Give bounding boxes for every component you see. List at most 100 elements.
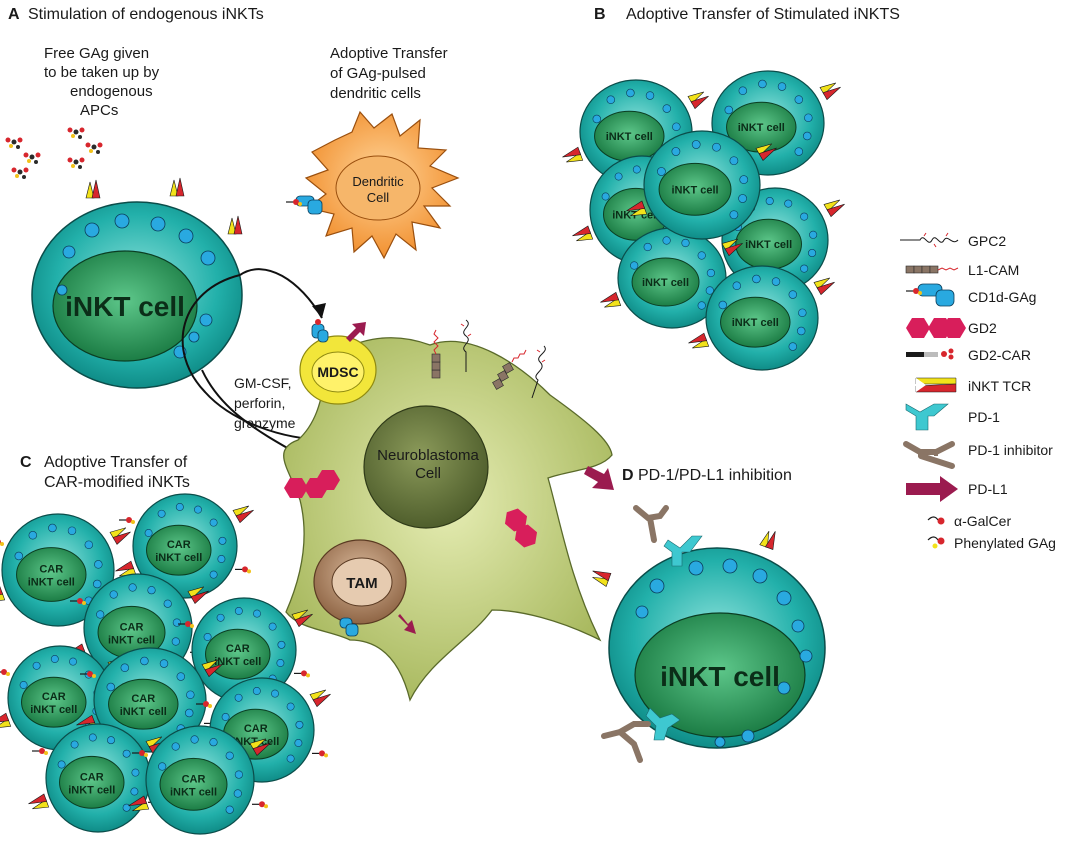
gd2-icon	[906, 318, 966, 338]
car-cell-label-1: CAR	[42, 691, 66, 703]
panel-c-letter: C	[20, 454, 32, 471]
free-gag-line-4: APCs	[80, 102, 118, 119]
legend-gd2-car: GD2-CAR	[906, 347, 1031, 363]
free-gag-note: Free GAg given to be taken up by endogen…	[44, 45, 160, 119]
inkt-cell-large-a: iNKT cell	[31, 177, 243, 389]
cd1d-gag-icon	[905, 283, 955, 307]
inkt-cell-small-label: iNKT cell	[606, 131, 653, 143]
phenylated-gag-icon	[927, 536, 945, 549]
car-cell-label-2: iNKT cell	[155, 552, 202, 564]
neuroblastoma-label-2: Cell	[415, 465, 441, 482]
inkt-cell-small: iNKT cell	[686, 265, 837, 371]
panel-d-pdl1-icon	[584, 466, 614, 490]
tumor-microenvironment: GM-CSF, perforin, granzyme Neuroblastoma…	[181, 268, 613, 702]
panel-c-title-line-2: CAR-modified iNKTs	[44, 474, 190, 491]
inkt-cell-small-label: iNKT cell	[732, 317, 779, 329]
legend-label: L1-CAM	[968, 262, 1019, 278]
inkt-cell-small-label: iNKT cell	[745, 239, 792, 251]
car-cell-label-2: iNKT cell	[214, 656, 261, 668]
cytokine-line-1: GM-CSF,	[234, 375, 292, 391]
mdsc-cd1d-gag-icon	[311, 319, 329, 343]
legend-label: GD2-CAR	[968, 347, 1031, 363]
legend-label: iNKT TCR	[968, 378, 1031, 394]
inkt-cell-small: iNKT cell	[598, 227, 745, 329]
pd1-with-inhibitor-top	[633, 505, 703, 567]
neuroblastoma-label-1: Neuroblastoma	[377, 447, 479, 464]
legend-gpc2: GPC2	[900, 232, 1006, 249]
car-cell-label-2: iNKT cell	[170, 786, 217, 798]
dc-note-line-1: Adoptive Transfer	[330, 45, 448, 62]
tam-nucleus	[331, 557, 393, 607]
legend-label: α-GalCer	[954, 513, 1011, 529]
pd1-with-inhibitor-bottom	[601, 707, 681, 763]
legend-pdl1: PD-L1	[906, 476, 1008, 502]
tumor-gd2-icon-2	[504, 508, 538, 548]
tumor-l1cam-icon-2	[492, 349, 527, 390]
car-cell-label-2: iNKT cell	[108, 634, 155, 646]
inkt-cell-d-label: iNKT cell	[660, 661, 780, 692]
dc-note-line-3: dendritic cells	[330, 85, 421, 102]
inkt-cell-small-label: iNKT cell	[642, 277, 689, 289]
free-gag-line-3: endogenous	[70, 83, 153, 100]
tumor-gd2-icon	[284, 470, 340, 498]
car-cell-label-1: CAR	[80, 771, 104, 783]
car-cell-label-1: CAR	[182, 773, 206, 785]
pdl1-icon	[906, 476, 958, 502]
car-cell-label-1: CAR	[39, 563, 63, 575]
legend-label: PD-1 inhibitor	[968, 442, 1053, 458]
legend-label: GD2	[968, 320, 997, 336]
legend-gd2: GD2	[906, 318, 997, 338]
dendritic-cell-label-1: Dendritic	[352, 174, 404, 189]
panel-a-title: Stimulation of endogenous iNKTs	[28, 6, 264, 23]
legend-pd1-inhibitor: PD-1 inhibitor	[903, 441, 1053, 469]
panel-b-title: Adoptive Transfer of Stimulated iNKTS	[626, 6, 900, 23]
pd1-inhibitor-icon	[903, 441, 955, 469]
cytokine-line-3: granzyme	[234, 415, 296, 431]
legend-label: GPC2	[968, 233, 1006, 249]
tam-cd1d-gag-icon	[339, 617, 359, 637]
legend-phenylated-gag: Phenylated GAg	[927, 535, 1056, 551]
inkt-tcr-icon	[915, 377, 957, 393]
dendritic-cell-label-2: Cell	[367, 190, 390, 205]
legend-inkt-tcr: iNKT TCR	[915, 377, 1031, 394]
legend-label: CD1d-GAg	[968, 289, 1036, 305]
panel-c-title-line-1: Adoptive Transfer of	[44, 454, 188, 471]
car-cell-label-1: CAR	[167, 539, 191, 551]
legend-label: PD-1	[968, 409, 1000, 425]
tam-label: TAM	[346, 575, 377, 592]
tumor-gpc2-icon-2	[531, 345, 546, 399]
car-cell-label-2: iNKT cell	[68, 784, 115, 796]
inkt-cell-small-label: iNKT cell	[672, 184, 719, 196]
panel-b-letter: B	[594, 6, 606, 23]
tumor-gpc2-icon	[460, 319, 472, 372]
panel-a-letter: A	[8, 6, 20, 23]
free-gag-particles	[5, 127, 103, 179]
legend-pd1: PD-1	[905, 403, 1000, 431]
tam-pdl1-icon	[398, 614, 416, 634]
free-gag-line-1: Free GAg given	[44, 45, 149, 62]
panel-d-title: PD-1/PD-L1 inhibition	[638, 467, 792, 484]
car-cell-label-1: CAR	[244, 723, 268, 735]
inkt-cell-small-label: iNKT cell	[738, 122, 785, 134]
dc-cd1d-gag-icon	[285, 195, 323, 215]
dendritic-cell: Dendritic Cell	[285, 110, 460, 260]
dc-transfer-note: Adoptive Transfer of GAg-pulsed dendriti…	[330, 45, 448, 102]
cytokines-note: GM-CSF, perforin, granzyme	[234, 375, 296, 431]
mdsc-pdl1-icon	[346, 322, 366, 342]
panel-b-cells: iNKT cell iNKT cell iNKT cell iNKT cell iNKT…	[560, 70, 847, 371]
gpc2-icon	[900, 232, 959, 248]
alpha-galcer-icon	[927, 516, 945, 525]
legend-alpha-galcer: α-GalCer	[927, 513, 1011, 529]
car-cell-label-2: iNKT cell	[120, 706, 167, 718]
tumor-l1cam-icon	[431, 329, 441, 379]
mdsc-nucleus	[311, 351, 365, 393]
gd2-car-icon	[906, 348, 954, 360]
mdsc-label: MDSC	[317, 364, 358, 380]
